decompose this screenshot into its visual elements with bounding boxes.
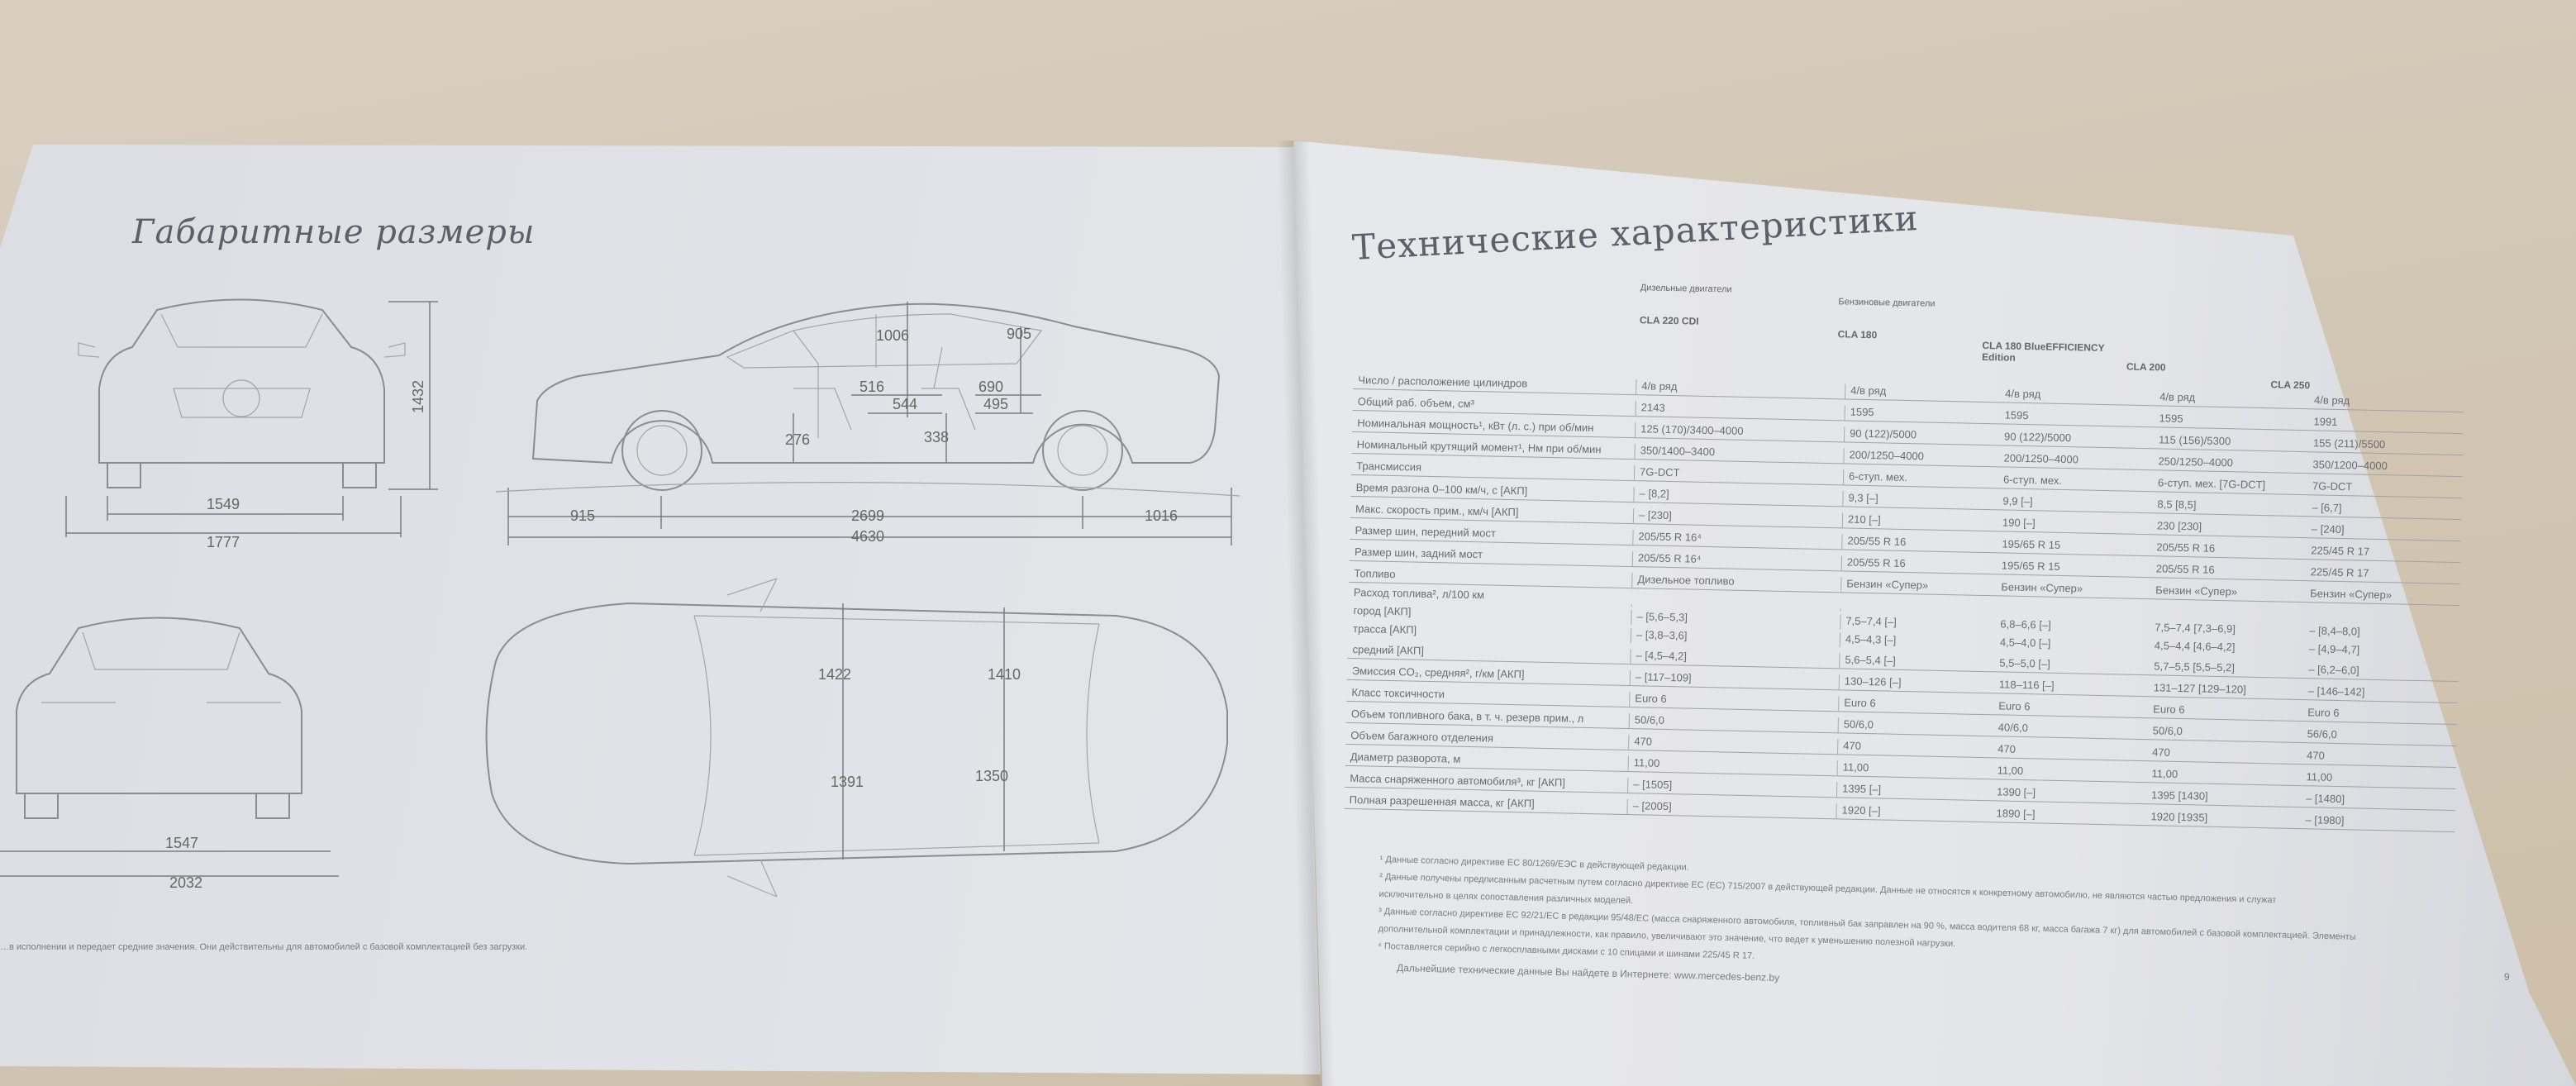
col-header: CLA 200 xyxy=(2126,360,2166,374)
dim-544: 544 xyxy=(893,396,917,412)
dim-1391: 1391 xyxy=(831,774,864,790)
petrol-group-header: Бензиновые двигатели xyxy=(1838,297,1936,309)
car-front-view: 1432 1549 1777 xyxy=(65,298,438,550)
dim-338: 338 xyxy=(924,429,949,445)
dim-1006: 1006 xyxy=(876,327,909,344)
dim-overall-length: 4630 xyxy=(851,528,884,545)
spec-value: – [1980] xyxy=(2305,813,2345,827)
dim-516: 516 xyxy=(859,379,884,395)
spec-value: 1890 [–] xyxy=(1996,807,2036,821)
dim-front-track: 1549 xyxy=(207,496,240,512)
dim-1422: 1422 xyxy=(818,666,851,683)
col-header: CLA 180 xyxy=(1837,328,1878,341)
dim-overall-width: 1777 xyxy=(207,534,240,550)
dim-276: 276 xyxy=(785,431,810,448)
col-header: CLA 180 BlueEFFICIENCY Edition xyxy=(1981,339,2105,364)
spec-value: – [2005] xyxy=(1626,799,1836,819)
dim-wheelbase: 2699 xyxy=(851,507,884,524)
dim-690: 690 xyxy=(978,379,1003,395)
dim-1350: 1350 xyxy=(975,768,1008,784)
col-header: CLA 220 CDI xyxy=(1639,314,1699,327)
dim-905: 905 xyxy=(1007,326,1031,342)
spec-value: 1920 [1935] xyxy=(2150,810,2208,824)
dimensions-title: Габаритные размеры xyxy=(132,213,536,251)
dim-1410: 1410 xyxy=(988,666,1021,683)
dim-front-height: 1432 xyxy=(410,380,426,413)
spec-value: 1920 [–] xyxy=(1836,803,1992,822)
dim-rear-overhang: 1016 xyxy=(1145,507,1178,524)
diesel-group-header: Дизельные двигатели xyxy=(1640,283,1732,295)
car-top-view: 1422 1410 1391 1350 xyxy=(485,578,1228,898)
page-number: 9 xyxy=(2504,971,2510,983)
dim-rear-track: 1547 xyxy=(165,835,198,851)
dim-width-mirrors: 2032 xyxy=(169,874,202,891)
car-side-view: 1006 905 516 690 544 495 276 338 915 269… xyxy=(495,302,1240,545)
dim-495: 495 xyxy=(983,396,1008,412)
dimensions-note: …в исполнении и передает средние значени… xyxy=(0,942,528,952)
dim-front-overhang: 915 xyxy=(570,507,595,524)
car-rear-view: 1547 2032 xyxy=(0,617,339,891)
